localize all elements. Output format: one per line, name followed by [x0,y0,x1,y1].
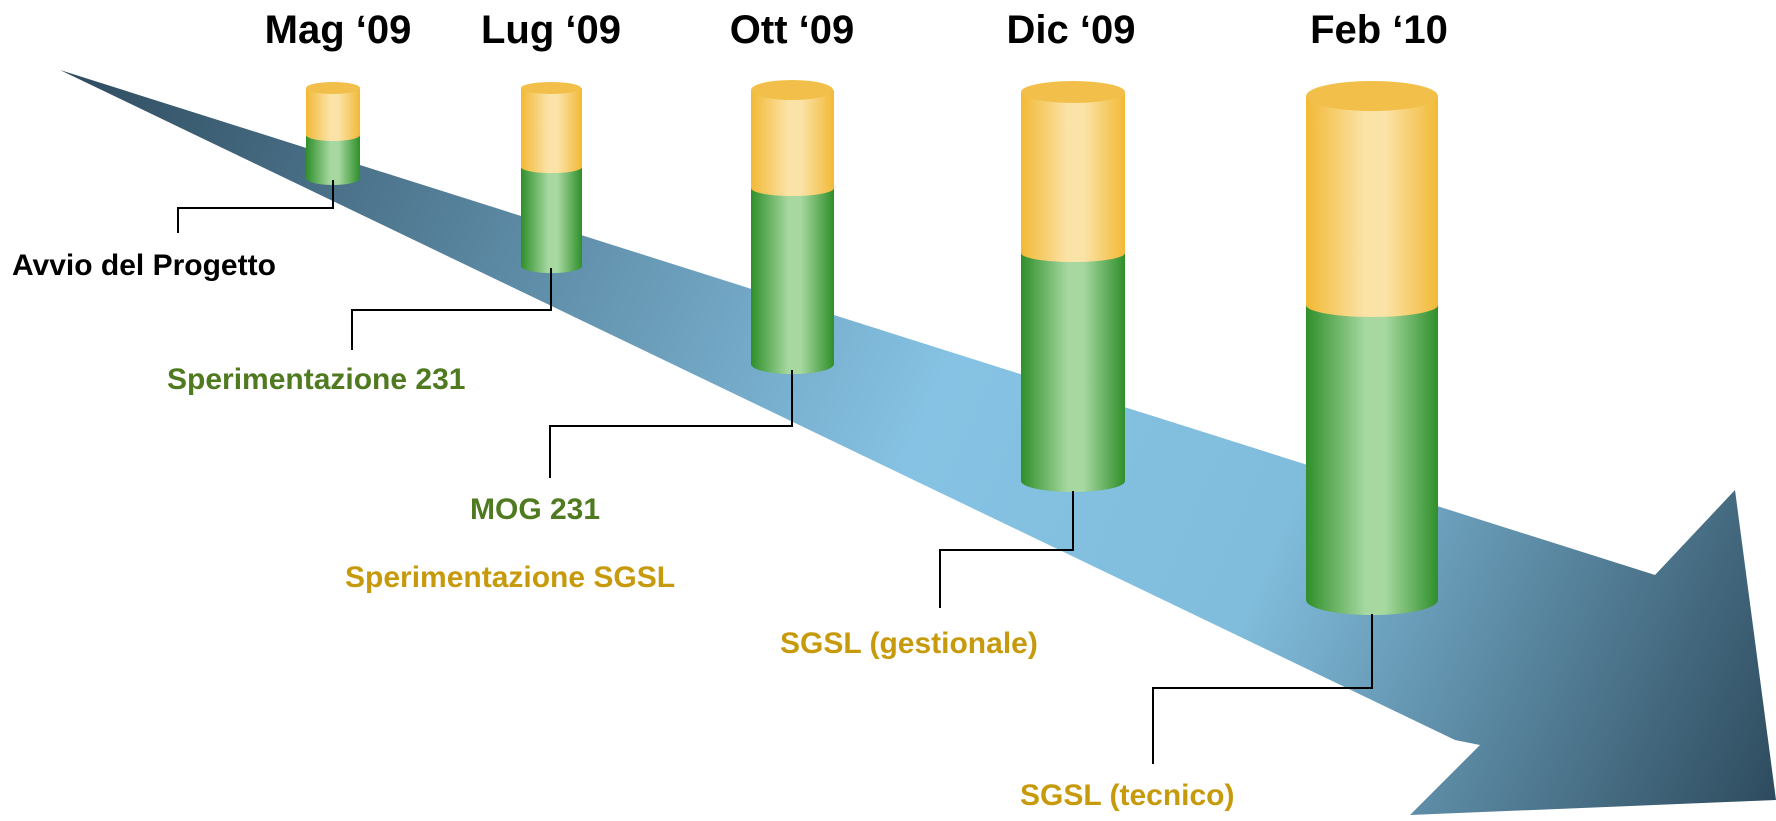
milestone-label-avvio: Avvio del Progetto [12,249,276,282]
milestone-cylinder-2 [521,82,582,274]
milestone-label-sperimentazione-231: Sperimentazione 231 [167,363,466,396]
milestone-cylinder-1 [306,82,360,185]
milestone-cylinder-4 [1021,81,1125,492]
connector-1 [177,180,334,233]
milestone-label-sgsl-gestionale: SGSL (gestionale) [780,627,1038,660]
milestone-label-sgsl-tecnico: SGSL (tecnico) [1020,779,1235,812]
connector-5 [1152,614,1373,764]
date-label-5: Feb ‘10 [1310,8,1448,52]
milestone-label-sperimentazione-sgsl: Sperimentazione SGSL [345,561,676,594]
date-label-1: Mag ‘09 [264,8,412,52]
connector-4 [939,491,1074,608]
milestone-cylinder-5 [1306,81,1438,615]
timeline-arrow [60,70,1776,815]
connector-2 [351,268,552,350]
date-label-4: Dic ‘09 [1006,8,1136,52]
date-label-3: Ott ‘09 [729,8,855,52]
date-label-2: Lug ‘09 [480,8,622,52]
milestone-cylinder-3 [751,80,834,375]
connector-3 [549,370,793,478]
milestone-label-mog-231: MOG 231 [470,493,601,526]
